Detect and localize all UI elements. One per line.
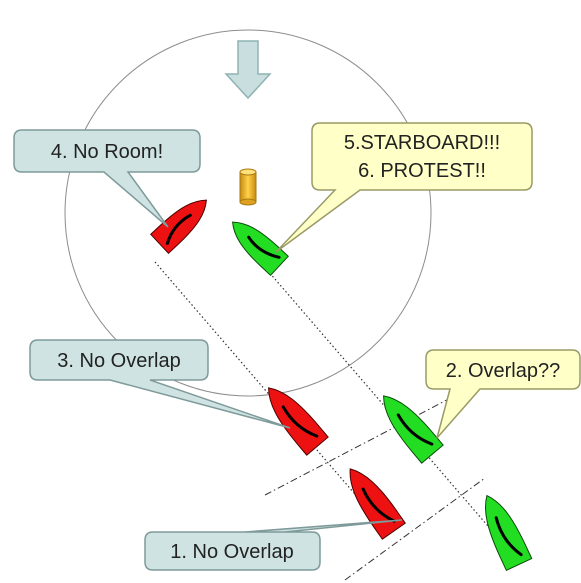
- callout-no-overlap-1-text: 1. No Overlap: [170, 541, 293, 563]
- green-boat-pos1: [484, 494, 533, 572]
- track-lines: [154, 261, 501, 541]
- callout-starboard-protest: 5.STARBOARD!!! 6. PROTEST!!: [275, 122, 533, 253]
- cylinder-mark-icon: [239, 168, 257, 206]
- green-track-line: [261, 263, 501, 541]
- callout-no-room: 4. No Room!: [13, 129, 201, 228]
- callout-overlap-2-text: 2. Overlap??: [446, 360, 561, 382]
- callout-protest-text: 6. PROTEST!!: [358, 160, 486, 182]
- green-boat-pos5: [232, 221, 289, 277]
- red-boat-pos3: [268, 387, 329, 456]
- wind-arrow-icon: [224, 40, 272, 100]
- red-track-line: [154, 261, 361, 501]
- callout-starboard-text: 5.STARBOARD!!!: [344, 132, 500, 154]
- zone-circle: [64, 29, 432, 397]
- callout-overlap-2: 2. Overlap??: [425, 349, 581, 439]
- red-boat-pos1: [349, 468, 406, 540]
- callout-no-room-text: 4. No Room!: [51, 141, 163, 163]
- callout-no-overlap-3-text: 3. No Overlap: [57, 350, 180, 372]
- red-boat-pos4: [150, 199, 207, 255]
- green-boat-pos2: [383, 395, 444, 464]
- callout-no-overlap-1: 1. No Overlap: [144, 519, 403, 571]
- callout-no-overlap-3: 3. No Overlap: [29, 339, 291, 429]
